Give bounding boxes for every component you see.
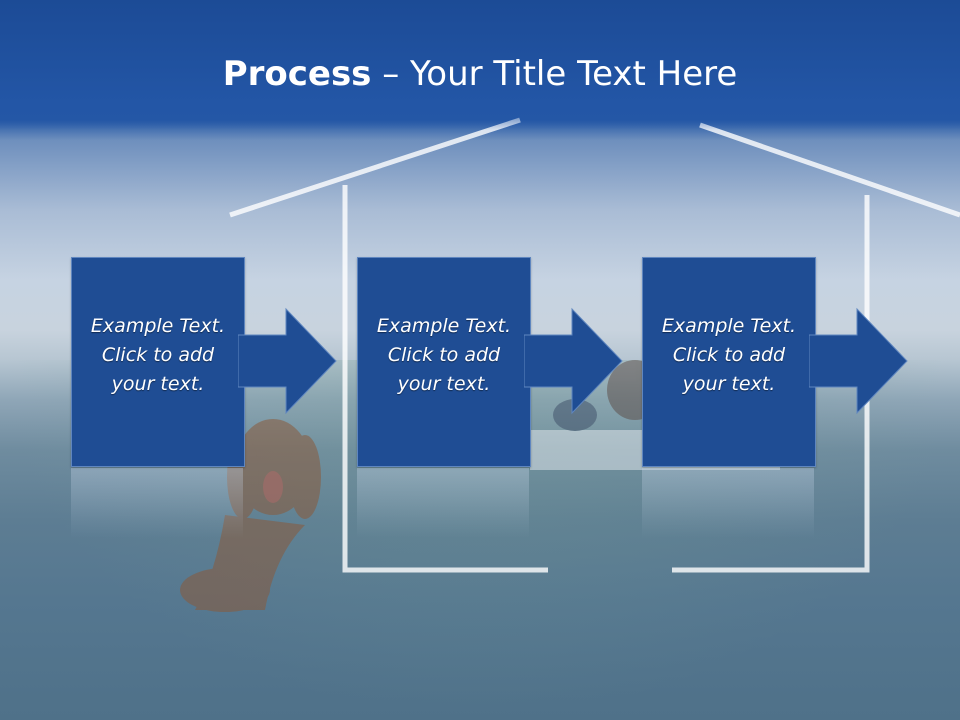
arrow-right-icon <box>809 307 908 415</box>
step-2-line-1: Example Text. <box>376 315 512 337</box>
title-band <box>0 0 960 130</box>
step-3-text[interactable]: Example Text. Click to add your text. <box>643 312 815 399</box>
step-3-line-3: your text. <box>682 373 776 395</box>
step-1-reflection <box>71 468 243 538</box>
process-step-3[interactable]: Example Text. Click to add your text. <box>642 257 816 467</box>
dog-image <box>180 419 321 612</box>
step-3-line-1: Example Text. <box>661 315 797 337</box>
step-2-text[interactable]: Example Text. Click to add your text. <box>358 312 530 399</box>
step-1-line-2: Click to add <box>101 344 215 366</box>
step-3-reflection <box>642 468 814 538</box>
arrow-right-icon <box>524 307 623 415</box>
step-2-reflection <box>357 468 529 538</box>
step-2-line-2: Click to add <box>387 344 501 366</box>
title-rest: – Your Title Text Here <box>371 54 738 94</box>
arrow-right-icon <box>238 307 337 415</box>
slide-title[interactable]: Process – Your Title Text Here <box>0 52 960 96</box>
step-1-text[interactable]: Example Text. Click to add your text. <box>72 312 244 399</box>
step-1-line-3: your text. <box>111 373 205 395</box>
title-bold: Process <box>222 54 372 94</box>
step-1-line-1: Example Text. <box>90 315 226 337</box>
step-3-line-2: Click to add <box>672 344 786 366</box>
process-step-1[interactable]: Example Text. Click to add your text. <box>71 257 245 467</box>
process-step-2[interactable]: Example Text. Click to add your text. <box>357 257 531 467</box>
step-2-line-3: your text. <box>397 373 491 395</box>
